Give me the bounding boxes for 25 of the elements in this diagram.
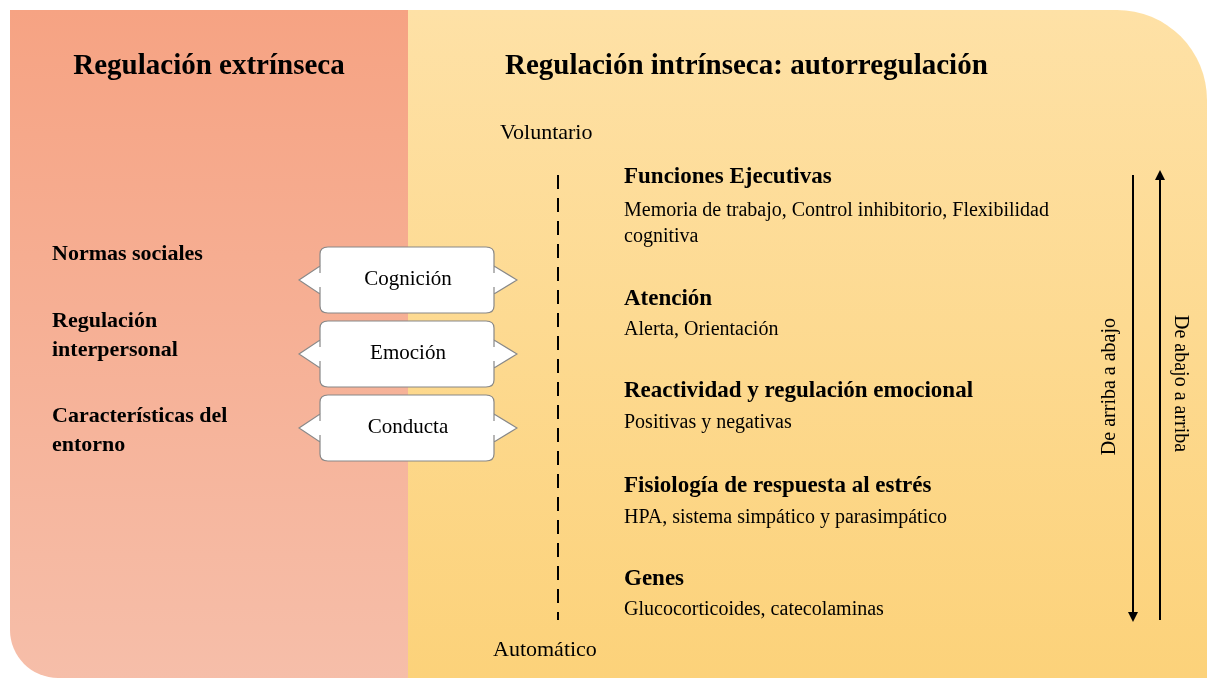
box-label: Cognición <box>363 266 453 291</box>
level-description: Positivas y negativas <box>624 410 792 433</box>
level-heading: Reactividad y regulación emocional <box>624 377 974 403</box>
double-arrow-box <box>298 394 518 462</box>
level-description: HPA, sistema simpático y parasimpático <box>624 505 948 528</box>
axis-label: De abajo a arriba <box>1170 315 1193 453</box>
category-label: Normas sociales <box>52 240 203 266</box>
level-heading: Funciones Ejecutivas <box>624 163 832 189</box>
panel-heading: Regulación intrínseca: autorregulación <box>505 48 988 81</box>
axis-label: De arriba a abajo <box>1097 318 1120 456</box>
scale-label: Voluntario <box>500 119 593 145</box>
level-heading: Genes <box>624 565 685 591</box>
level-heading: Fisiología de respuesta al estrés <box>624 472 932 498</box>
double-arrow-box <box>298 246 518 314</box>
double-arrow-box <box>298 320 518 388</box>
level-heading: Atención <box>624 285 713 311</box>
panel-heading: Regulación extrínseca <box>72 48 346 81</box>
scale-label: Automático <box>493 636 597 662</box>
category-label: Características del entorno <box>52 401 229 458</box>
box-label: Conducta <box>366 414 450 439</box>
category-label: Regulación interpersonal <box>52 306 179 363</box>
level-description: Alerta, Orientación <box>624 317 779 340</box>
level-description: Memoria de trabajo, Control inhibitorio, Flexibilidad cognitiva <box>624 197 1050 248</box>
box-label: Emoción <box>369 340 447 365</box>
level-description: Glucocorticoides, catecolaminas <box>624 597 884 620</box>
